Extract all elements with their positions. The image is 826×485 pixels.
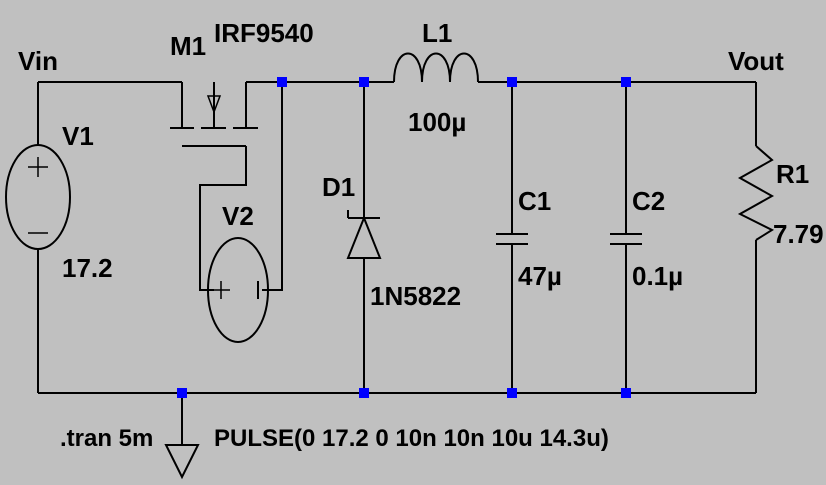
r1-resistor[interactable]: [737, 145, 775, 241]
d1-diode[interactable]: [346, 210, 382, 259]
v2-plus-sign: [212, 281, 230, 299]
d1-model-label: 1N5822: [370, 281, 461, 311]
m1-mosfet[interactable]: [170, 82, 258, 147]
c1-capacitor[interactable]: [496, 233, 528, 245]
ground-symbol[interactable]: [164, 444, 200, 480]
v2-body: [207, 237, 269, 343]
junction-dot: [277, 77, 287, 87]
m1-model-label: IRF9540: [214, 18, 314, 48]
v2-source[interactable]: [207, 237, 269, 343]
v2-name-label: V2: [222, 201, 254, 231]
pulse-directive[interactable]: PULSE(0 17.2 0 10n 10n 10u 14.3u): [214, 425, 609, 452]
junction-dot: [359, 388, 369, 398]
d1-name-label: D1: [322, 172, 355, 202]
v1-plus-sign: [28, 157, 48, 177]
c1-plates: [496, 233, 528, 245]
net-label-vin: Vin: [18, 46, 58, 76]
l1-coil: [393, 52, 479, 83]
wires: [37, 81, 757, 445]
ground-triangle: [164, 444, 200, 480]
l1-inductor[interactable]: [393, 52, 479, 83]
c2-name-label: C2: [632, 186, 665, 216]
v1-body: [5, 144, 71, 250]
d1-triangle: [346, 215, 382, 259]
c2-plates: [610, 233, 642, 245]
c2-value-label: 0.1µ: [632, 261, 683, 291]
net-label-vout: Vout: [728, 46, 784, 76]
junction-dot: [507, 77, 517, 87]
l1-name-label: L1: [422, 18, 452, 48]
c2-capacitor[interactable]: [610, 233, 642, 245]
junction-dot: [507, 388, 517, 398]
v1-value-label: 17.2: [62, 253, 113, 283]
v1-name-label: V1: [62, 121, 94, 151]
junction-dot: [621, 388, 631, 398]
r1-value-label: 7.79: [773, 219, 824, 249]
wire-v2-plus: [262, 82, 283, 291]
m1-name-label: M1: [170, 31, 206, 61]
junction-dot: [359, 77, 369, 87]
junction-dot: [621, 77, 631, 87]
m1-arrow: [206, 95, 222, 115]
r1-zigzag: [737, 145, 775, 241]
junction-dot: [177, 388, 187, 398]
junction-nodes: [177, 77, 631, 398]
c1-name-label: C1: [518, 186, 551, 216]
v1-source[interactable]: [5, 144, 71, 250]
l1-value-label: 100µ: [408, 107, 466, 137]
tran-directive[interactable]: .tran 5m: [60, 425, 153, 452]
r1-name-label: R1: [776, 159, 809, 189]
wire-gate: [199, 146, 247, 291]
c1-value-label: 47µ: [518, 261, 562, 291]
